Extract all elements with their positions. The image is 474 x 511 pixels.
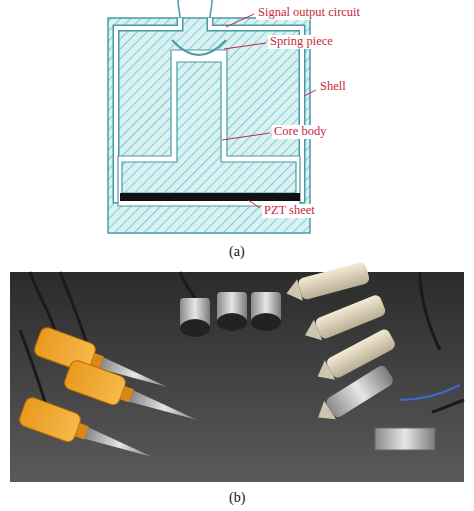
probe-cone [130,390,200,425]
sensor-cable [400,385,460,400]
tube-body [324,364,395,420]
probe-housing [63,359,128,407]
output-wire [178,0,212,18]
sensor-face [217,313,247,331]
leader-line [226,14,254,27]
tube-sensor [284,261,371,304]
sensor-photo [10,261,464,482]
tube-tip [312,360,335,386]
probe-sensor [63,359,203,434]
leader-line [224,43,266,49]
block-sensor [375,428,435,450]
spring-piece [172,40,226,55]
subfigure-label: (a) [229,244,245,259]
subfigure-label: (b) [229,490,245,505]
part-label: Spring piece [268,35,335,49]
probe-housing [18,396,83,444]
sensor-face [251,313,281,331]
tube-tip [301,320,322,346]
sensor-cable [432,400,464,412]
core-body [122,62,296,193]
sensor-face [180,319,210,337]
tube-sensor [312,364,395,427]
leader-line [248,200,260,208]
probe-cone [85,427,155,462]
leader-line [304,90,316,96]
photo-background [10,272,464,482]
part-label: PZT sheet [262,204,317,218]
sensor-cable [180,272,195,298]
pzt-sheet [120,193,300,201]
leader-line [222,133,270,140]
tube-body [297,261,370,300]
part-label: Signal output circuit [256,6,362,20]
probe-sensor [18,396,158,471]
part-label: Shell [318,80,348,94]
part-label: Core body [272,125,328,139]
tube-tip [284,279,303,304]
sensor-cable [420,272,440,350]
tube-tip [312,401,336,427]
